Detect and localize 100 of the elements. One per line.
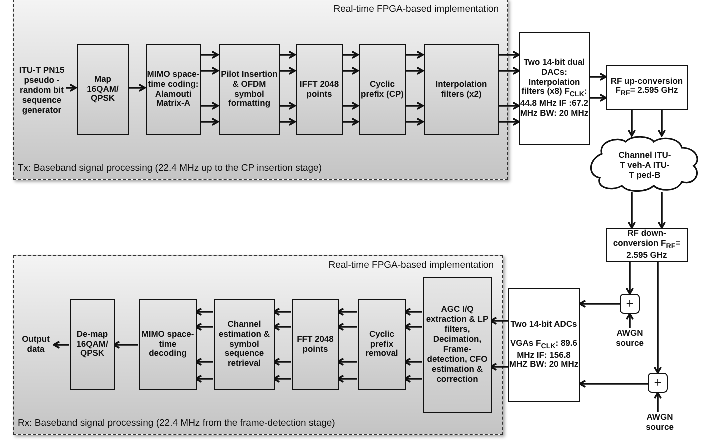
box-text: Pilot Insertion & OFDM symbol formatting [220, 70, 279, 110]
arrow [273, 358, 291, 366]
block-label: Output data [21, 335, 51, 355]
box-text: De-map 16QAM/ QPSK [76, 330, 110, 360]
arrow [342, 102, 359, 110]
block-label: AWGN source [615, 329, 645, 349]
arrow [337, 358, 357, 366]
box-text: Map 16QAM/ QPSK [86, 74, 120, 104]
panel-heading: Real-time FPGA-based implementation [328, 260, 494, 272]
arrow [658, 192, 666, 229]
arrow [405, 118, 424, 126]
arrow [490, 316, 508, 326]
process-box [508, 288, 580, 402]
box-text: MIMO space-time coding: Alamouti Matrix-A [147, 70, 200, 110]
process-box [358, 299, 406, 390]
dashed-panel [13, 255, 503, 435]
arrow [628, 192, 636, 229]
adder-symbol [620, 294, 640, 314]
arrow [200, 102, 219, 110]
arrow [626, 262, 634, 295]
process-box [214, 299, 275, 390]
process-box [359, 44, 406, 135]
arrow [498, 50, 520, 60]
arrow [279, 66, 296, 76]
arrow [195, 308, 213, 316]
arrow [342, 118, 359, 126]
box-text: MIMO space-time decoding [140, 330, 196, 360]
arrow [405, 102, 424, 110]
process-box [606, 228, 688, 262]
box-text: VGAs F$_{CLK}$: 89.6 MHz IF: 156.8 MHZ BW: 20 MHz [509, 338, 579, 370]
process-box [424, 44, 499, 135]
box-text: AGC I/Q extraction & LP filters, Decimation, Frame-detection, CFO estimation & correction [425, 305, 490, 385]
box-text: Interpolation filters (x2) [434, 80, 488, 100]
arrow [654, 392, 662, 412]
process-box [292, 299, 339, 390]
box-text: Cyclic prefix (CP) [360, 80, 405, 100]
plus-sign: + [626, 296, 634, 312]
arrow [113, 340, 138, 350]
arrow [342, 50, 359, 60]
arrow [404, 322, 422, 332]
adder-symbol [648, 373, 668, 393]
box-text: FFT 2048 points [296, 334, 335, 354]
arrow [279, 102, 296, 110]
process-box [219, 44, 280, 135]
box-text: Two 14-bit ADCs [510, 320, 578, 330]
box-text: Cyclic prefix removal [364, 330, 400, 360]
process-box [296, 44, 343, 135]
box-text: Two 14-bit dual DACs: Interpolation filters (x8) F$_{CLK}$: 44.8 MHz IF :67.2 MHz BW: 20 MHz [520, 58, 589, 120]
box-text: IFFT 2048 points [298, 80, 340, 100]
process-box [146, 44, 201, 135]
box-text: Channel estimation & symbol sequence retrieval [218, 320, 271, 370]
arrow [404, 308, 422, 316]
arrow [279, 50, 296, 60]
process-box [77, 44, 129, 135]
arrow [490, 362, 508, 372]
arrow [498, 118, 520, 126]
process-box [423, 277, 492, 413]
arrow [200, 50, 219, 60]
arrow [590, 94, 607, 102]
panel-caption: Tx: Baseband signal processing (22.4 MHz up to the CP insertion stage) [18, 162, 322, 174]
arrow [273, 308, 291, 316]
arrow [195, 322, 213, 332]
arrow [337, 322, 357, 332]
arrow [658, 110, 666, 137]
arrow [273, 322, 291, 332]
box-text: Channel ITU-T veh-A ITU-T ped-B [618, 151, 672, 181]
arrow [128, 84, 146, 92]
arrow [405, 50, 424, 60]
panel-caption: Rx: Baseband signal processing (22.4 MHz from the frame-detection stage) [18, 418, 336, 429]
arrow [279, 118, 296, 126]
arrow [200, 118, 219, 126]
box-text: RF down-conversion F$_{RF}$= 2.595 GHz [612, 229, 682, 261]
arrow [579, 380, 648, 388]
arrow [337, 308, 357, 316]
arrow [273, 374, 291, 384]
arrow [195, 358, 213, 366]
arrow [404, 358, 422, 366]
arrow [590, 72, 607, 82]
process-box [519, 32, 590, 145]
arrow [405, 66, 424, 76]
arrow [498, 66, 520, 76]
process-box [139, 299, 197, 390]
arrow [404, 374, 422, 384]
arrow [53, 340, 69, 350]
arrow [337, 374, 357, 384]
dashed-panel [13, 0, 508, 180]
plus-sign: + [654, 375, 662, 391]
arrow [342, 66, 359, 76]
block-label: AWGN source [645, 413, 675, 433]
arrow [195, 374, 213, 384]
box-text: RF up-conversion F$_{RF}$= 2.595 GHz [610, 76, 684, 98]
arrow [626, 313, 634, 328]
arrow [628, 110, 636, 137]
arrow [654, 262, 662, 374]
arrow [66, 84, 77, 92]
block-label: ITU-T PN15 pseudo - random bit sequence generator [18, 66, 66, 116]
arrow [498, 102, 520, 110]
process-box [606, 65, 688, 110]
arrow [579, 300, 620, 308]
panel-heading: Real-time FPGA-based implementation [334, 4, 499, 16]
